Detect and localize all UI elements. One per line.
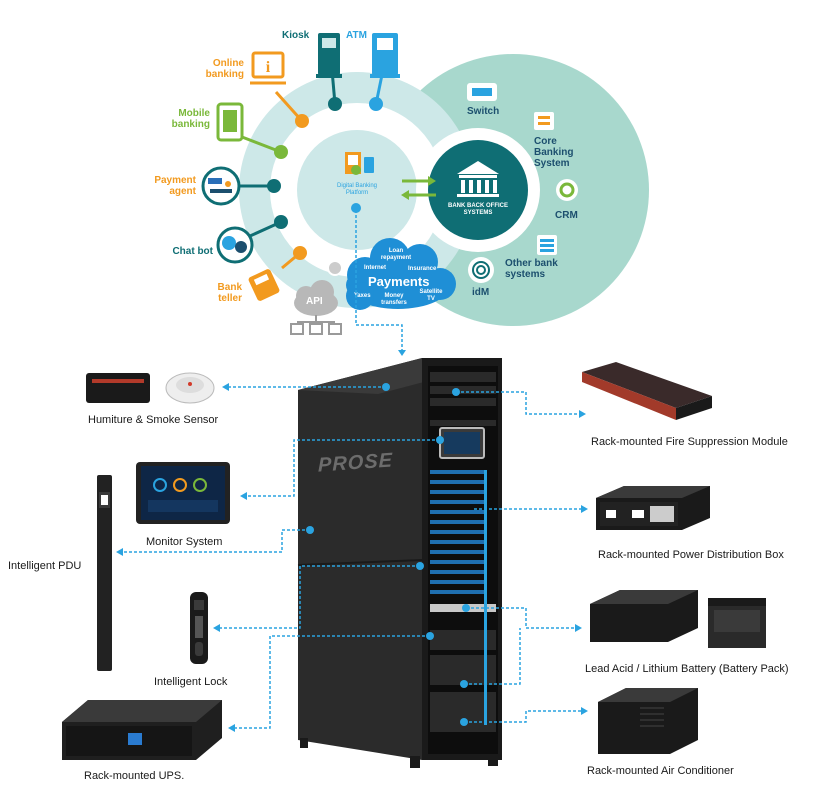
label-humiture: Humiture & Smoke Sensor (88, 414, 219, 426)
label-switch: Switch (467, 106, 500, 117)
label-core-banking: Core Banking System (534, 136, 574, 169)
label-insurance: Insurance (408, 266, 437, 272)
label-atm: ATM (346, 30, 367, 41)
label-aircon: Rack-mounted Air Conditioner (587, 765, 734, 777)
core-banking-icon (534, 112, 554, 130)
label-kiosk: Kiosk (282, 30, 310, 41)
label-platform: Digital Banking Platform (336, 183, 378, 196)
label-satellite: Satellite TV (419, 289, 443, 302)
connector-dots (306, 383, 470, 726)
power-distribution-box-image (596, 486, 710, 530)
label-chat-bot: Chat bot (172, 246, 213, 257)
crm-icon (556, 179, 578, 201)
label-fire: Rack-mounted Fire Suppression Module (591, 436, 788, 448)
label-idm: idM (472, 287, 490, 298)
server-cabinet (297, 358, 502, 768)
chat-bot-icon (216, 226, 254, 264)
label-money: Money transfers (381, 293, 407, 306)
label-lock: Intelligent Lock (154, 676, 228, 688)
atm-icon (370, 33, 400, 78)
label-loan: Loan repayment (380, 248, 412, 261)
humiture-sensor-image (86, 372, 215, 404)
payment-agent-icon (201, 166, 241, 206)
api-cloud-icon (290, 280, 342, 335)
svg-text:i: i (266, 59, 271, 76)
label-pdu: Intelligent PDU (8, 560, 82, 572)
rack-servers (430, 470, 484, 594)
battery-image (590, 590, 766, 648)
label-monitor: Monitor System (146, 536, 223, 548)
kiosk-icon (316, 33, 342, 78)
mobile-phone-icon (216, 102, 244, 142)
air-conditioner-image (598, 688, 698, 754)
cabinet-logo: PROSE (318, 449, 394, 477)
online-banking-icon: i (250, 51, 286, 85)
lock-image (190, 592, 208, 664)
label-mobile-banking: Mobile banking (171, 108, 210, 130)
other-systems-icon (537, 235, 557, 255)
label-crm: CRM (555, 210, 578, 221)
exchange-arrows-icon (401, 176, 436, 200)
fire-suppression-image (582, 362, 712, 420)
label-taxes: Taxes (354, 293, 371, 299)
label-payment-agent: Payment agent (154, 175, 196, 197)
label-power-box: Rack-mounted Power Distribution Box (598, 549, 784, 561)
banking-diagram: i (201, 33, 649, 335)
label-other-bank: Other bank systems (505, 258, 558, 280)
label-online-banking: Online banking (205, 58, 244, 80)
label-internet: Internet (364, 265, 387, 271)
ups-image (62, 700, 222, 760)
label-api: API (306, 296, 323, 307)
bank-teller-icon (248, 269, 280, 301)
pdu-image (97, 475, 112, 671)
bank-building-icon (457, 161, 499, 197)
label-payments: Payments (368, 274, 430, 289)
label-bank-teller: Bank teller (217, 282, 242, 304)
platform-icon (345, 152, 374, 175)
label-back-office: BANK BACK OFFICE SYSTEMS (448, 203, 508, 216)
label-battery: Lead Acid / Lithium Battery (Battery Pac… (585, 663, 789, 675)
fingerprint-icon (468, 257, 494, 283)
monitor-system-image (136, 462, 230, 524)
label-ups: Rack-mounted UPS. (84, 770, 185, 782)
switch-icon (467, 83, 497, 101)
